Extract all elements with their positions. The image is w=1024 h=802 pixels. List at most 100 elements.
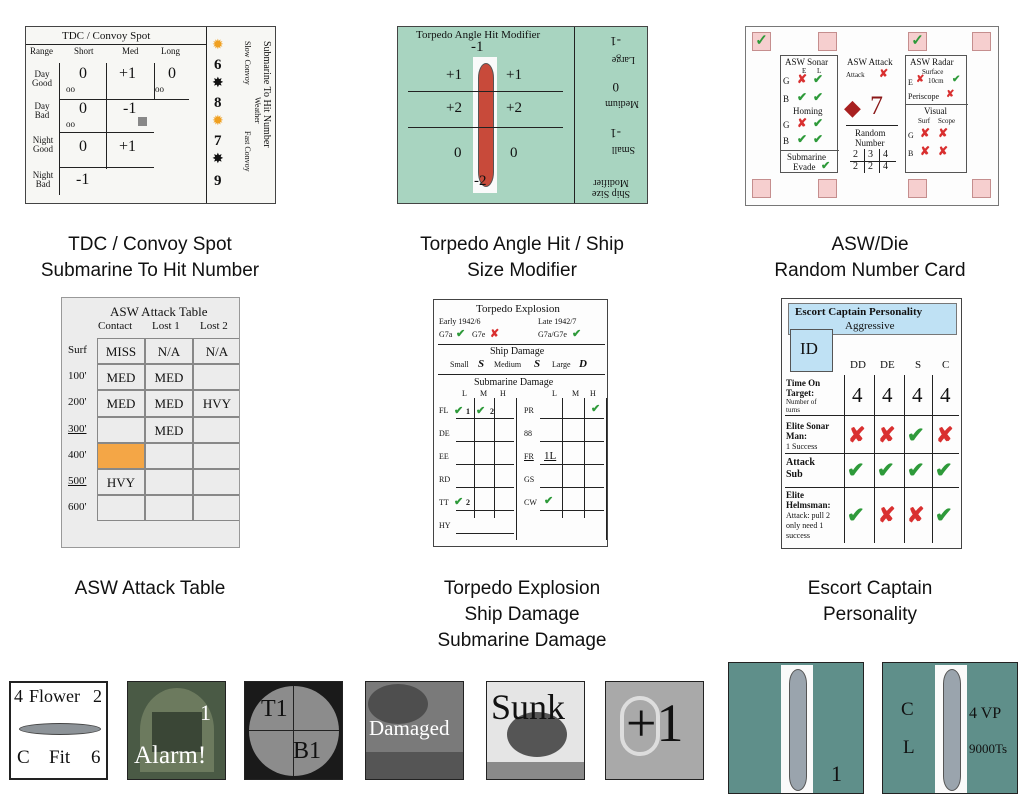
check-icon: ✔: [476, 405, 486, 417]
damage-row-label: RD: [439, 475, 451, 484]
check-icon: ✔: [454, 405, 464, 417]
late-label: Late 1942/7: [538, 317, 577, 326]
asw-table-cell: N/A: [145, 338, 193, 365]
check-icon: ✔: [572, 328, 582, 340]
tdc-r1-med: +1: [119, 65, 137, 82]
rn-6: 4: [883, 161, 888, 172]
dd-header: DD: [850, 359, 866, 371]
weather-label: Weather: [253, 97, 262, 124]
tdc-r1-long: 0: [168, 65, 176, 82]
alarm-label: Alarm!: [134, 742, 207, 769]
rn-4: 2: [853, 161, 858, 172]
torpedo-angle-title: Torpedo Angle Hit Modifier: [416, 29, 541, 41]
moon-icon: ✸: [212, 76, 224, 91]
moon-icon: ✸: [212, 152, 224, 167]
asw-table-cell: [145, 469, 193, 496]
asw-table-cell: [97, 495, 145, 522]
asw-table-cell: [193, 469, 239, 496]
explosion-title: Torpedo Explosion: [476, 303, 560, 315]
damaged-label: Damaged: [369, 716, 450, 740]
small-label: Small: [611, 144, 635, 155]
corner-box: [818, 179, 837, 198]
damage-row-label: CW: [524, 498, 537, 507]
tdc-row-night-good: Night Good: [32, 135, 54, 154]
ship-icon: [943, 669, 961, 791]
small-val: -1: [610, 126, 621, 141]
asw-depth-label: 500': [68, 475, 87, 487]
damage-row-label: FL: [439, 406, 449, 415]
cross-icon: ✘: [797, 116, 808, 130]
angle-l3: 0: [454, 145, 462, 161]
rn-3: 4: [883, 149, 888, 160]
tdc-title: TDC / Convoy Spot: [62, 30, 151, 42]
asw-table-cell: [193, 495, 239, 522]
time-de: 4: [882, 383, 893, 407]
damage-row-label: HY: [439, 521, 451, 530]
alarm-counter: 1 Alarm!: [127, 681, 226, 780]
sun-icon: ✹: [212, 38, 224, 53]
cross-icon: ✘: [920, 144, 931, 158]
time-dd: 4: [852, 383, 863, 407]
cross-icon: ✘: [916, 74, 925, 85]
escort-header: Escort Captain Personality Aggressive: [788, 303, 957, 335]
angle-l1: +1: [446, 67, 462, 83]
check-icon: ✔: [877, 458, 895, 482]
check-icon: ✔: [797, 132, 808, 146]
asw-table-cell: MED: [145, 390, 193, 417]
damaged-counter: Damaged: [365, 681, 464, 780]
check-icon: ✔: [907, 458, 925, 482]
asw-depth-label: 100': [68, 370, 87, 383]
binoculars-icon: oo: [155, 84, 164, 94]
sunk-counter: Sunk: [486, 681, 585, 780]
fast-convoy-label: Fast Convoy: [243, 131, 252, 172]
plus-one-label: +1: [626, 693, 684, 753]
escort-title: Escort Captain Personality: [795, 306, 923, 318]
id-label: ID: [800, 339, 818, 358]
check-icon: ✔: [907, 423, 925, 447]
cross-icon: ✘: [936, 423, 954, 447]
damage-row-label: 88: [524, 429, 532, 438]
die-icon: ◆: [844, 95, 861, 120]
asw-attack-table-card: ASW Attack Table Contact Lost 1 Lost 2 S…: [61, 297, 240, 548]
large-label: Large: [552, 360, 571, 369]
vp-counter: C L 4 VP 9000Ts: [882, 662, 1018, 794]
medium-s: S: [534, 358, 541, 370]
sun-icon: ✹: [212, 114, 224, 129]
large-d: D: [579, 358, 587, 370]
asw-radar-panel: ASW Radar Surface E ✘ 10cm ✔ Periscope ✘…: [905, 55, 968, 173]
damage-row-label: EE: [439, 452, 449, 461]
g7ae-label: G7a/G7e: [538, 330, 567, 339]
to-hit-9: 9: [214, 173, 222, 189]
damage-row-label: FR: [524, 452, 534, 461]
asw-die-card: ✓ ✓ ASW Sonar E L G ✘ ✔ B ✔ ✔ Homing G ✘…: [745, 26, 999, 206]
check-icon: ✔: [847, 458, 865, 482]
tt-2: 2: [466, 498, 470, 507]
tdc-row-day-good: Day Good: [32, 69, 52, 88]
asw-table-cell: MED: [145, 364, 193, 391]
corner-box: [908, 179, 927, 198]
early-label: Early 1942/6: [439, 317, 481, 326]
check-icon: ✔: [847, 503, 865, 527]
tdc-range-header: Range: [30, 46, 53, 56]
asw-table-cell: [97, 416, 145, 443]
tdc-long-header: Long: [161, 46, 180, 56]
check-icon: ✔: [591, 403, 601, 415]
medium-label: Medium: [605, 98, 639, 109]
tdc-r4-short: -1: [76, 171, 90, 188]
medium-val: 0: [612, 80, 620, 95]
cross-icon: ✘: [490, 328, 500, 340]
ship-icon: [789, 669, 807, 791]
tdc-r3-short: 0: [79, 138, 87, 155]
ship-silhouette-icon: [138, 117, 147, 126]
small-label: Small: [450, 360, 469, 369]
torpedo-angle-card: Torpedo Angle Hit Modifier -1 +1 +1 +2 +…: [397, 26, 648, 204]
tons-label: 9000Ts: [969, 741, 1008, 756]
check-icon: ✔: [813, 132, 824, 146]
asw-depth-label: 300': [68, 422, 87, 435]
asw-table-cell: MISS: [97, 338, 145, 365]
cross-icon: ✘: [879, 68, 889, 80]
asw-table-cell: HVY: [193, 390, 239, 417]
cross-icon: ✘: [878, 423, 896, 447]
